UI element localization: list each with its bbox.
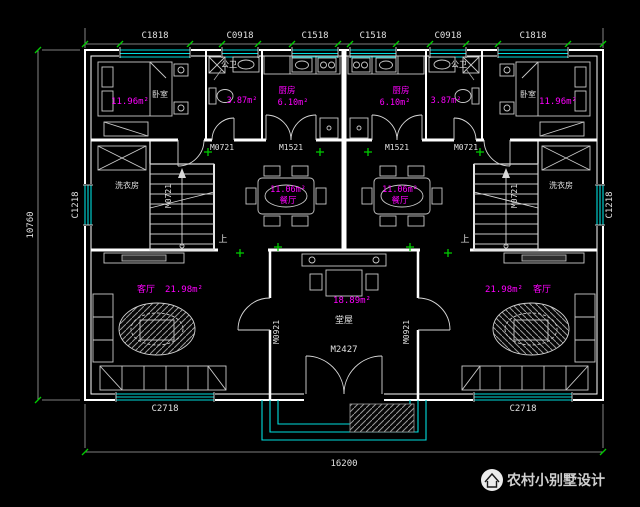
staircase xyxy=(149,163,215,251)
door-label-kitchen-right: M1521 xyxy=(385,143,409,152)
room-area-living-right: 21.98m² xyxy=(485,285,523,295)
window-top-bedroom xyxy=(119,47,191,58)
room-name-living-right: 客厅 xyxy=(533,283,551,295)
window-label-top-2: C0918 xyxy=(226,31,253,41)
watermark-text: 农村小别墅设计 xyxy=(506,472,605,489)
door-label-hall-right: M0921 xyxy=(402,320,411,344)
window-bottom-living xyxy=(115,392,215,402)
house-icon xyxy=(484,472,500,488)
dim-width-label: 16200 xyxy=(330,459,357,469)
stair-up-label-right: 上 xyxy=(460,234,469,245)
window-side xyxy=(83,184,93,226)
door-label-kitchen-left: M1521 xyxy=(279,143,303,152)
dim-height-label: 10760 xyxy=(26,211,36,238)
room-name-living-left: 客厅 xyxy=(137,283,155,295)
stair-up-label-left: 上 xyxy=(218,234,227,245)
room-name-hall: 堂屋 xyxy=(335,314,353,326)
window-label-top-6: C1818 xyxy=(519,31,546,41)
entrance-porch xyxy=(261,400,427,441)
room-area-living-left: 21.98m² xyxy=(165,285,203,295)
window-label-bottom-left: C2718 xyxy=(151,404,178,414)
door-mat xyxy=(349,403,415,433)
hall-furniture xyxy=(301,253,387,297)
room-name-bath-right: 公卫 xyxy=(451,60,467,69)
door-label-bath-right: M0721 xyxy=(454,143,478,152)
dining-set xyxy=(245,165,327,227)
door-label-stair-right: M0721 xyxy=(510,184,519,208)
window-label-top-3: C1518 xyxy=(301,31,328,41)
room-area-dining-left: 11.06m² xyxy=(270,185,306,195)
window-label-bottom-right: C2718 xyxy=(509,404,536,414)
green-marks xyxy=(204,148,484,257)
window-label-top-4: C1518 xyxy=(359,31,386,41)
room-area-kitchen-right: 6.10m² xyxy=(380,98,411,108)
door-label-hall-left: M0921 xyxy=(272,320,281,344)
door-label-bath-left: M0721 xyxy=(210,143,234,152)
room-name-dining-right: 餐厅 xyxy=(391,196,409,206)
room-name-kitchen-right: 厨房 xyxy=(392,85,409,96)
laundry-unit xyxy=(97,145,147,171)
unit-left-geometry xyxy=(83,47,341,402)
dimension-annotations xyxy=(34,28,607,456)
kitchen-fixtures xyxy=(263,55,341,139)
living-room-set xyxy=(92,252,227,391)
room-name-dining-left: 餐厅 xyxy=(279,196,297,206)
bathroom-fixtures xyxy=(208,56,260,105)
room-area-bath-left: 3.87m² xyxy=(227,96,258,106)
room-area-bedroom-left: 11.96m² xyxy=(111,97,149,107)
room-area-bath-right: 3.87m² xyxy=(431,96,462,106)
room-name-kitchen-left: 厨房 xyxy=(278,85,295,96)
room-name-laundry-right: 洗衣房 xyxy=(549,180,573,190)
door-label-entrance: M2427 xyxy=(330,345,357,355)
labels: C1818 C0918 C1518 C1518 C0918 C1818 1076… xyxy=(26,31,615,469)
room-name-bedroom-left: 卧室 xyxy=(152,89,168,99)
room-area-bedroom-right: 11.96m² xyxy=(539,97,577,107)
window-top-bath xyxy=(221,47,259,58)
hall-and-entrance xyxy=(261,253,427,441)
watermark: 农村小别墅设计 xyxy=(481,469,605,491)
watermark-logo xyxy=(481,469,503,491)
room-area-kitchen-left: 6.10m² xyxy=(278,98,309,108)
room-name-bedroom-right: 卧室 xyxy=(520,89,536,99)
dimension-ticks-top xyxy=(81,40,607,48)
room-area-hall: 18.89m² xyxy=(333,296,371,306)
room-name-bath-left: 公卫 xyxy=(221,60,237,69)
room-area-dining-right: 11.06m² xyxy=(382,185,418,195)
window-label-side-left: C1218 xyxy=(71,191,81,218)
room-name-laundry-left: 洗衣房 xyxy=(115,180,139,190)
window-label-top-1: C1818 xyxy=(141,31,168,41)
window-label-side-right: C1218 xyxy=(605,191,615,218)
door-swings xyxy=(177,114,317,331)
door-label-stair-left: M0721 xyxy=(164,184,173,208)
bed xyxy=(97,61,189,137)
window-label-top-5: C0918 xyxy=(434,31,461,41)
